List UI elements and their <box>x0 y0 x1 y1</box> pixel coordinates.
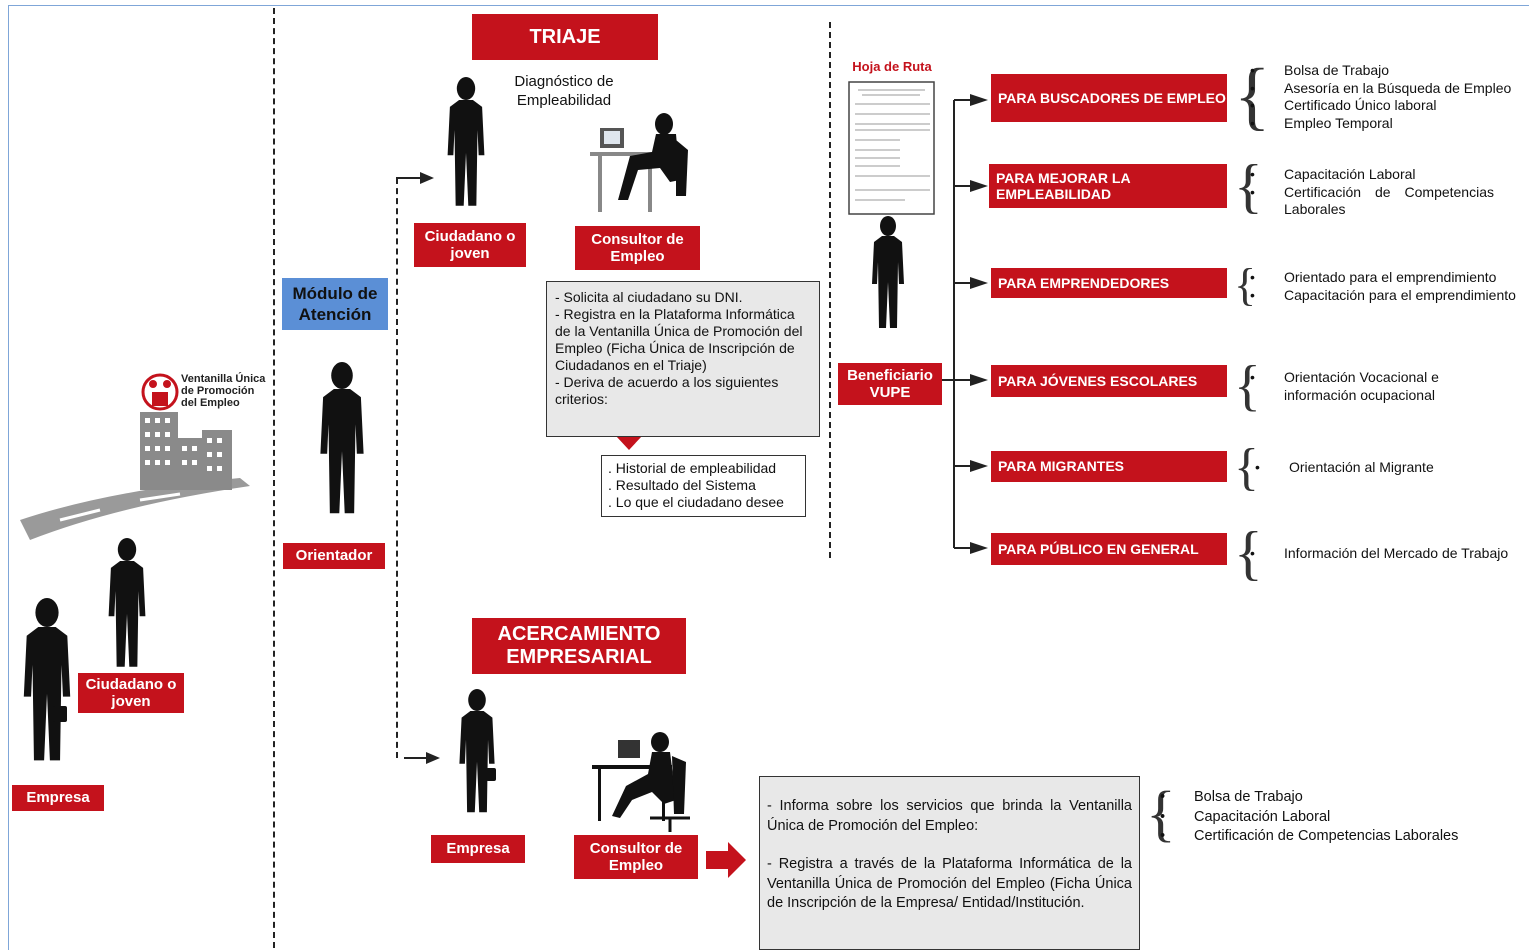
flow-dashed-line <box>396 178 398 758</box>
logo-line3: del Empleo <box>181 397 240 409</box>
triaje-step-1: - Solicita al ciudadano su DNI. <box>555 289 743 305</box>
consultant-desk-icon <box>590 113 688 212</box>
service-item: Orientado para el emprendimiento <box>1250 269 1516 287</box>
acercamiento-title: ACERCAMIENTO EMPRESARIAL <box>472 618 686 674</box>
service-item: Orientación al Migrante <box>1255 459 1434 477</box>
services-list-1: Bolsa de Trabajo Asesoría en la Búsqueda… <box>1250 62 1511 132</box>
acercamiento-info-2: - Registra a través de la Plataforma Inf… <box>767 856 1132 911</box>
service-item: Bolsa de Trabajo <box>1250 62 1511 80</box>
service-item: Capacitación para el emprendimiento <box>1250 287 1516 305</box>
triaje-title: TRIAJE <box>472 14 658 60</box>
service-item: Certificación de Competencias Laborales <box>1160 827 1458 847</box>
services-list-3: Orientado para el emprendimiento Capacit… <box>1250 269 1516 304</box>
acercamiento-info-box: - Informa sobre los servicios que brinda… <box>759 776 1140 950</box>
triaje-citizen-label: Ciudadano o joven <box>414 223 526 267</box>
logo-line2: de Promoción <box>181 385 255 397</box>
services-list-2: Capacitación Laboral Certificación de Co… <box>1250 166 1530 219</box>
service-item: Bolsa de Trabajo <box>1160 788 1458 808</box>
service-item: Asesoría en la Búsqueda de Empleo <box>1250 80 1511 98</box>
service-item: Capacitación Laboral <box>1160 808 1458 828</box>
service-item: Orientación Vocacional e información ocu… <box>1250 369 1456 404</box>
service-item: Capacitación Laboral <box>1250 166 1530 184</box>
consultant-desk-icon-2 <box>592 732 690 832</box>
category-label-2: PARA MEJORAR LA EMPLEABILIDAD <box>989 164 1227 208</box>
category-label-6: PARA PÚBLICO EN GENERAL <box>991 533 1227 565</box>
triaje-step-3: - Deriva de acuerdo a los siguientes cri… <box>555 374 779 407</box>
diagram-frame <box>8 5 1529 950</box>
criteria-1: . Historial de empleabilidad <box>608 460 777 476</box>
triaje-steps-box: - Solicita al ciudadano su DNI. - Regist… <box>546 281 820 437</box>
service-item: Empleo Temporal <box>1250 115 1511 133</box>
acercamiento-info-1: - Informa sobre los servicios que brinda… <box>767 798 1132 834</box>
divider-left <box>273 8 275 948</box>
category-label-3: PARA EMPRENDEDORES <box>991 268 1227 298</box>
services-list-4: Orientación Vocacional e información ocu… <box>1250 369 1490 404</box>
category-label-1: PARA BUSCADORES DE EMPLEO <box>991 74 1227 122</box>
triaje-subtitle: Diagnóstico de Empleabilidad <box>514 73 614 109</box>
acercamiento-consultant-label: Consultor de Empleo <box>574 835 698 879</box>
triaje-criteria-box: . Historial de empleabilidad . Resultado… <box>601 455 806 517</box>
logo-text: Ventanilla Única de Promoción del Empleo <box>181 373 265 409</box>
service-item: Certificado Único laboral <box>1250 97 1511 115</box>
divider-right <box>829 22 831 558</box>
service-item: Información del Mercado de Trabajo <box>1250 545 1508 563</box>
route-sheet-icon <box>848 81 935 215</box>
orientador-label: Orientador <box>283 543 385 569</box>
module-label: Módulo de Atención <box>282 278 388 330</box>
beneficiary-label: Beneficiario VUPE <box>838 363 942 405</box>
triaje-consultant-label: Consultor de Empleo <box>575 226 700 270</box>
services-list-6: Información del Mercado de Trabajo <box>1250 545 1508 563</box>
acercamiento-company-label: Empresa <box>431 835 525 863</box>
category-label-5: PARA MIGRANTES <box>991 451 1227 482</box>
logo-line1: Ventanilla Única <box>181 373 266 385</box>
criteria-3: . Lo que el ciudadano desee <box>608 494 784 510</box>
service-item: Certificación de Competencias Laborales <box>1250 184 1494 219</box>
route-sheet-title: Hoja de Ruta <box>852 59 932 74</box>
criteria-2: . Resultado del Sistema <box>608 477 756 493</box>
acercamiento-services: Bolsa de Trabajo Capacitación Laboral Ce… <box>1160 788 1458 847</box>
left-company-label: Empresa <box>12 785 104 811</box>
services-list-5: Orientación al Migrante <box>1255 459 1434 477</box>
logo-mark-icon <box>141 373 179 411</box>
left-citizen-label: Ciudadano o joven <box>78 673 184 713</box>
category-label-4: PARA JÓVENES ESCOLARES <box>991 365 1227 397</box>
triaje-step-2: - Registra en la Plataforma Informática … <box>555 306 803 373</box>
